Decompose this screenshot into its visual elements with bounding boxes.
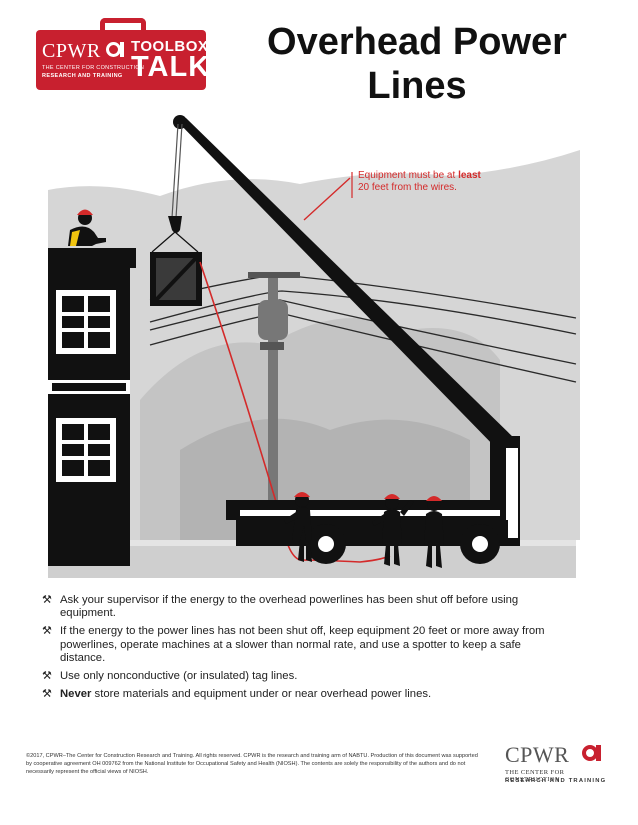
tag-line [199,261,391,563]
logo-mark-bar [120,42,124,57]
utility-pole [248,272,300,540]
safety-tip: ⚒ Ask your supervisor if the energy to t… [42,594,562,620]
safety-tip-text: If the energy to the power lines has not… [60,625,545,664]
safety-tip-text: Use only nonconductive (or insulated) ta… [60,670,298,683]
toolbox-talk-logo: CPWR TOOLBOX TALK THE CENTER FOR CONSTRU… [36,18,209,90]
cpwr-footer-logo: CPWR THE CENTER FOR CONSTRUCTION RESEARC… [505,742,615,790]
ground-worker-3 [424,496,444,568]
page-title: Overhead Power Lines [232,20,602,108]
safety-tip-text: Ask your supervisor if the energy to the… [60,594,519,620]
footer-logo-subtitle-1: THE CENTER FOR CONSTRUCTION [505,769,565,783]
callout-text-2: 20 feet from the wires. [358,182,457,193]
logo-mark-icon [106,42,121,57]
hammer-wrench-icon: ⚒ [42,670,52,683]
ground-worker-1 [284,492,312,562]
hook-and-load [150,216,202,306]
power-line-3 [149,299,577,365]
footer-logo-brand: CPWR [505,742,570,767]
safety-tips-list: ⚒ Ask your supervisor if the energy to t… [42,594,562,706]
page-title-line-2: Lines [367,65,467,107]
safety-tip: ⚒ If the energy to the power lines has n… [42,625,562,665]
page-title-line-1: Overhead Power [267,21,567,63]
ground-worker-2 [372,494,414,566]
footer-logo-subtitle-2: RESEARCH AND TRAINING [505,778,607,784]
hammer-wrench-icon: ⚒ [42,625,52,638]
footer-logo-mark-bar [596,745,601,761]
safety-tip: ⚒ Use only nonconductive (or insulated) … [42,670,562,683]
logo-subtitle-1: THE CENTER FOR CONSTRUCTION [42,65,145,71]
power-line-1 [149,274,577,319]
hammer-wrench-icon: ⚒ [42,688,52,701]
logo-subtitle-2: RESEARCH AND TRAINING [42,73,123,79]
logo-brand: CPWR [42,40,101,62]
safety-tip-emphasis: Never [60,688,92,701]
roof-worker [68,209,106,246]
logo-toolbox-text: TOOLBOX [131,38,209,55]
copyright-notice: ©2017, CPWR–The Center for Construction … [26,753,478,775]
toolbox-body [36,30,206,90]
safety-tip-text: Never store materials and equipment unde… [60,688,562,701]
crane-boom [171,115,516,452]
building [48,248,136,566]
logo-talk-text: TALK [131,51,211,83]
hammer-wrench-icon: ⚒ [42,594,52,606]
distance-callout: Equipment must be at least 20 feet from … [358,170,518,194]
safety-tip: ⚒ Never store materials and equipment un… [42,688,562,701]
callout-pointer [303,177,351,221]
toolbox-handle [100,18,146,32]
callout-text-1: Equipment must be at [358,170,459,181]
callout-emphasis: least [458,170,481,181]
power-line-2 [149,290,577,335]
safety-tip-rest: store materials and equipment under or n… [91,688,432,701]
